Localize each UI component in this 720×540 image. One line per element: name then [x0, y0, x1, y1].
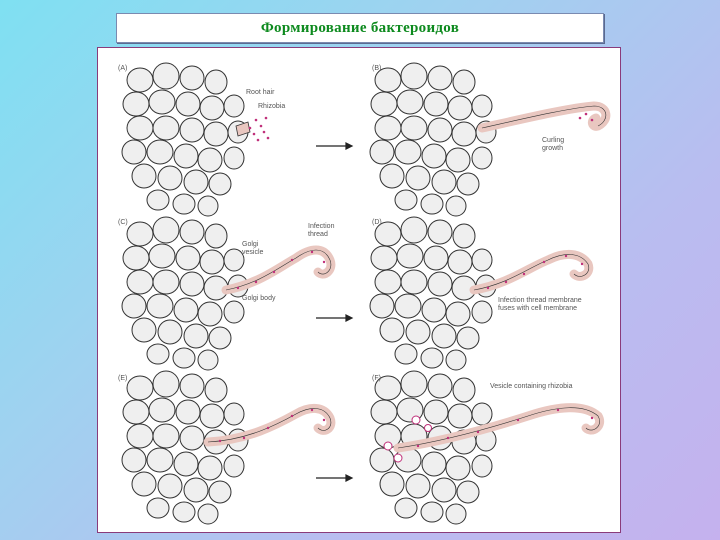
- panel-a-cells: [121, 62, 249, 217]
- panel-f-vesicles: [383, 415, 432, 463]
- panel-d-label-2: fuses with cell membrane: [498, 305, 577, 312]
- title-box: Формирование бактероидов: [116, 13, 604, 43]
- panel-a-root-hair: [235, 121, 251, 137]
- panel-c-label-thread: thread: [308, 231, 328, 238]
- panel-d-tag: (D): [372, 219, 382, 226]
- panel-a-label-rhizobia: Rhizobia: [258, 103, 285, 110]
- panel-c-label-golgi: Golgi: [242, 241, 259, 248]
- panel-c-tag: (C): [118, 219, 128, 226]
- panel-f-tag: (F): [372, 375, 381, 382]
- panel-f-label-vesicle: Vesicle containing rhizobia: [490, 383, 573, 390]
- panel-b-label-1: Curling: [542, 137, 564, 144]
- panel-c-label-vesicle: vesicle: [242, 249, 264, 256]
- panel-a-rhizobia: [248, 116, 270, 142]
- panel-a-label-root-hair: Root hair: [246, 89, 275, 96]
- panel-b-cells: [369, 62, 497, 217]
- panel-a-tag: (A): [118, 65, 127, 72]
- slide-title: Формирование бактероидов: [260, 19, 460, 36]
- figure-panel: (A) Root hair Rhizobia (B) Curling growt…: [97, 47, 621, 533]
- panel-e-cells: [121, 370, 249, 525]
- root-nodule-diagram: (A) Root hair Rhizobia (B) Curling growt…: [118, 62, 611, 525]
- step-arrows: [316, 142, 354, 482]
- panel-b-label-2: growth: [542, 145, 563, 152]
- panel-b-curled-hair: [477, 101, 611, 133]
- panel-c-label-golgi-body: Golgi body: [242, 295, 276, 302]
- panel-b-tag: (B): [372, 65, 381, 72]
- panel-c-label-infection: Infection: [308, 223, 335, 230]
- panel-e-tag: (E): [118, 375, 127, 382]
- panel-d-label-1: Infection thread membrane: [498, 297, 582, 304]
